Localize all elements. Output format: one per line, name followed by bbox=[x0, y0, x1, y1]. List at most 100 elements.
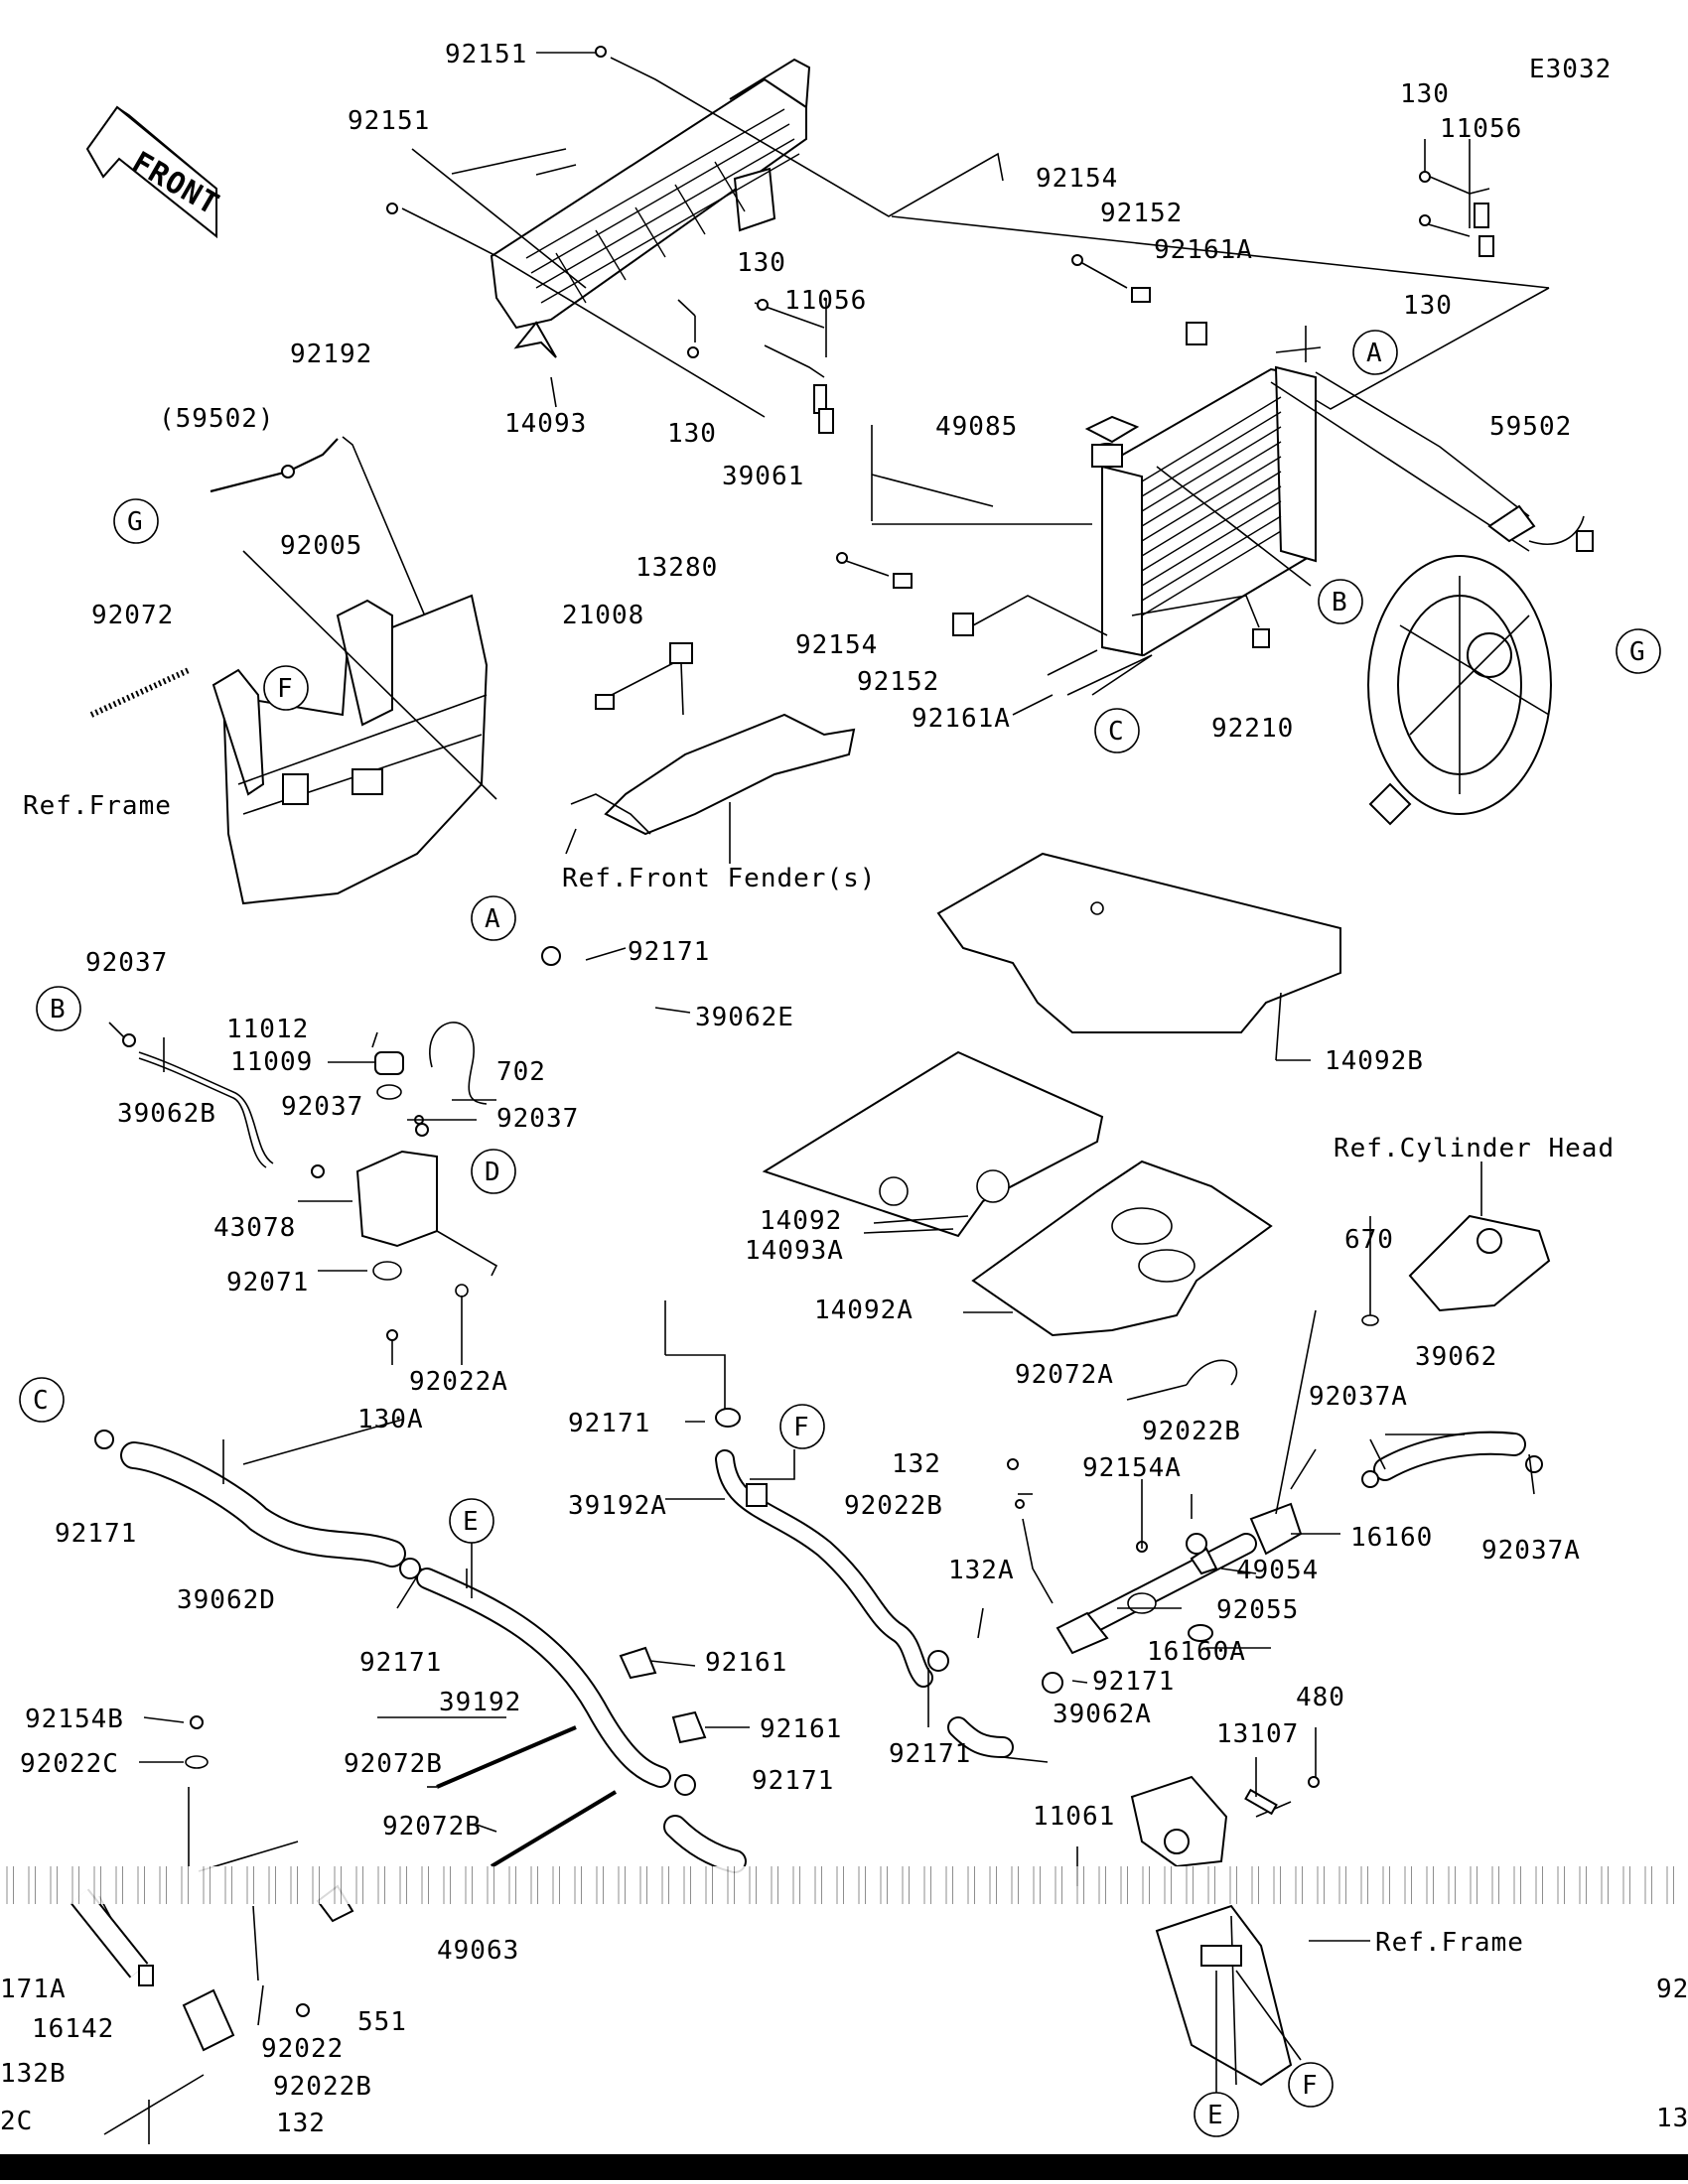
label-92055: 92055 bbox=[1216, 1595, 1299, 1625]
label-11056-b: 11056 bbox=[784, 286, 867, 316]
label-49054: 49054 bbox=[1236, 1556, 1319, 1585]
label-59502: 59502 bbox=[1489, 412, 1572, 442]
label-92161-a: 92161 bbox=[705, 1648, 787, 1678]
label-130-b: 130 bbox=[1403, 291, 1453, 321]
label-11012: 11012 bbox=[226, 1015, 309, 1044]
pipe-39192A-part bbox=[715, 1449, 933, 1688]
leader-lines-upper bbox=[401, 52, 1550, 418]
label-16160A: 16160A bbox=[1147, 1637, 1246, 1667]
svg-text:E: E bbox=[463, 1507, 480, 1537]
label-132B: 132B bbox=[0, 2059, 67, 2089]
label-ref-cylinder-head: Ref.Cylinder Head bbox=[1334, 1134, 1615, 1163]
callout-letters: A B C F G G A B D C E F E F bbox=[33, 339, 1646, 2130]
label-92005: 92005 bbox=[280, 531, 362, 561]
svg-text:B: B bbox=[50, 995, 67, 1024]
bolts-mid bbox=[977, 1309, 1317, 1639]
label-480: 480 bbox=[1296, 1683, 1345, 1712]
label-92037A-b: 92037A bbox=[1481, 1536, 1581, 1566]
label-92161A-b: 92161A bbox=[912, 704, 1011, 734]
label-92022B-b: 92022B bbox=[844, 1491, 943, 1521]
water-pump-part bbox=[70, 1715, 354, 2144]
label-2C: 2C bbox=[0, 2107, 33, 2136]
label-92171-a: 92171 bbox=[628, 937, 710, 967]
label-92072A: 92072A bbox=[1015, 1360, 1114, 1390]
label-92171-d: 92171 bbox=[889, 1739, 971, 1769]
pipe-39192-part bbox=[416, 1568, 747, 1873]
hose-clamps bbox=[94, 946, 1543, 1796]
label-92022C: 92022C bbox=[20, 1749, 119, 1779]
label-39062A: 39062A bbox=[1053, 1700, 1152, 1729]
label-39192: 39192 bbox=[439, 1688, 521, 1717]
scan-glitch-band bbox=[0, 1866, 1688, 1904]
cylinder-head-part bbox=[1408, 1161, 1551, 1312]
cooling-fan-part bbox=[1367, 504, 1594, 826]
label-21008: 21008 bbox=[562, 601, 644, 630]
label-130A: 130A bbox=[357, 1405, 424, 1434]
radiator-part bbox=[1091, 365, 1317, 657]
label-11061: 11061 bbox=[1033, 1802, 1115, 1832]
diagram-code: E3032 bbox=[1529, 55, 1612, 84]
label-132-a: 132 bbox=[892, 1449, 941, 1479]
label-92022B-a: 92022B bbox=[1142, 1417, 1241, 1446]
label-92171-f: 92171 bbox=[359, 1648, 442, 1678]
svg-text:C: C bbox=[33, 1386, 50, 1416]
fasteners-top bbox=[386, 46, 1494, 434]
label-702: 702 bbox=[496, 1057, 546, 1087]
label-39062D: 39062D bbox=[177, 1585, 276, 1615]
label-92154-a: 92154 bbox=[1036, 164, 1118, 194]
label-92154B: 92154B bbox=[25, 1705, 124, 1734]
label-92022: 92022 bbox=[261, 2034, 344, 2064]
label-92161A-a: 92161A bbox=[1154, 235, 1253, 265]
label-132A: 132A bbox=[948, 1556, 1015, 1585]
label-ref-front-fender: Ref.Front Fender(s) bbox=[562, 864, 876, 893]
label-130-d: 130 bbox=[667, 419, 717, 449]
label-92152-a: 92152 bbox=[1100, 199, 1183, 228]
label-16160: 16160 bbox=[1350, 1523, 1433, 1553]
bands-92072B bbox=[436, 1359, 1238, 1868]
label-59502-paren: (59502) bbox=[159, 404, 275, 434]
band-92072-part bbox=[89, 667, 191, 718]
label-39192A: 39192A bbox=[568, 1491, 667, 1521]
label-130-a: 130 bbox=[1400, 79, 1450, 109]
svg-text:G: G bbox=[1629, 637, 1646, 667]
engine-frame-lower-right bbox=[1076, 1727, 1370, 2095]
label-49085: 49085 bbox=[935, 412, 1018, 442]
label-49063: 49063 bbox=[437, 1936, 519, 1966]
label-92-cut: 92 bbox=[1656, 1975, 1688, 2004]
svg-text:A: A bbox=[485, 904, 501, 934]
svg-text:D: D bbox=[485, 1158, 501, 1187]
label-92192: 92192 bbox=[290, 340, 372, 369]
radiator-mounts bbox=[836, 254, 1530, 696]
frame-section-left bbox=[211, 550, 497, 905]
label-13-cut: 13 bbox=[1656, 2104, 1688, 2133]
label-92151: 92151 bbox=[348, 106, 430, 136]
label-92022A: 92022A bbox=[409, 1367, 508, 1397]
label-11009: 11009 bbox=[230, 1047, 313, 1077]
hose-39062A-part bbox=[947, 1716, 1014, 1758]
label-551: 551 bbox=[357, 2007, 407, 2037]
label-11056-a: 11056 bbox=[1440, 114, 1522, 144]
hose-39062-part bbox=[1373, 1431, 1526, 1481]
svg-text:F: F bbox=[277, 674, 294, 704]
label-14092A: 14092A bbox=[814, 1296, 914, 1325]
label-92071: 92071 bbox=[226, 1268, 309, 1297]
hose-39062E-part bbox=[571, 968, 675, 1305]
label-92072: 92072 bbox=[91, 601, 174, 630]
leader-lines-lower bbox=[108, 649, 1535, 1833]
label-92037-b: 92037 bbox=[496, 1104, 579, 1134]
label-92022B-c: 92022B bbox=[273, 2072, 372, 2102]
label-14093: 14093 bbox=[504, 409, 587, 439]
label-ref-frame-bottom: Ref.Frame bbox=[1375, 1928, 1524, 1958]
label-132-b: 132 bbox=[276, 2109, 326, 2138]
label-ref-frame-top: Ref.Frame bbox=[23, 791, 172, 821]
label-39062B: 39062B bbox=[117, 1099, 216, 1129]
front-fender-part bbox=[565, 642, 856, 864]
label-13107: 13107 bbox=[1216, 1719, 1299, 1749]
label-171A: 171A bbox=[0, 1975, 67, 2004]
bottom-bar bbox=[0, 2154, 1688, 2180]
label-14092: 14092 bbox=[760, 1206, 842, 1236]
label-14093A: 14093A bbox=[745, 1236, 844, 1266]
label-92072B-a: 92072B bbox=[344, 1749, 443, 1779]
label-92171-b: 92171 bbox=[568, 1409, 650, 1438]
